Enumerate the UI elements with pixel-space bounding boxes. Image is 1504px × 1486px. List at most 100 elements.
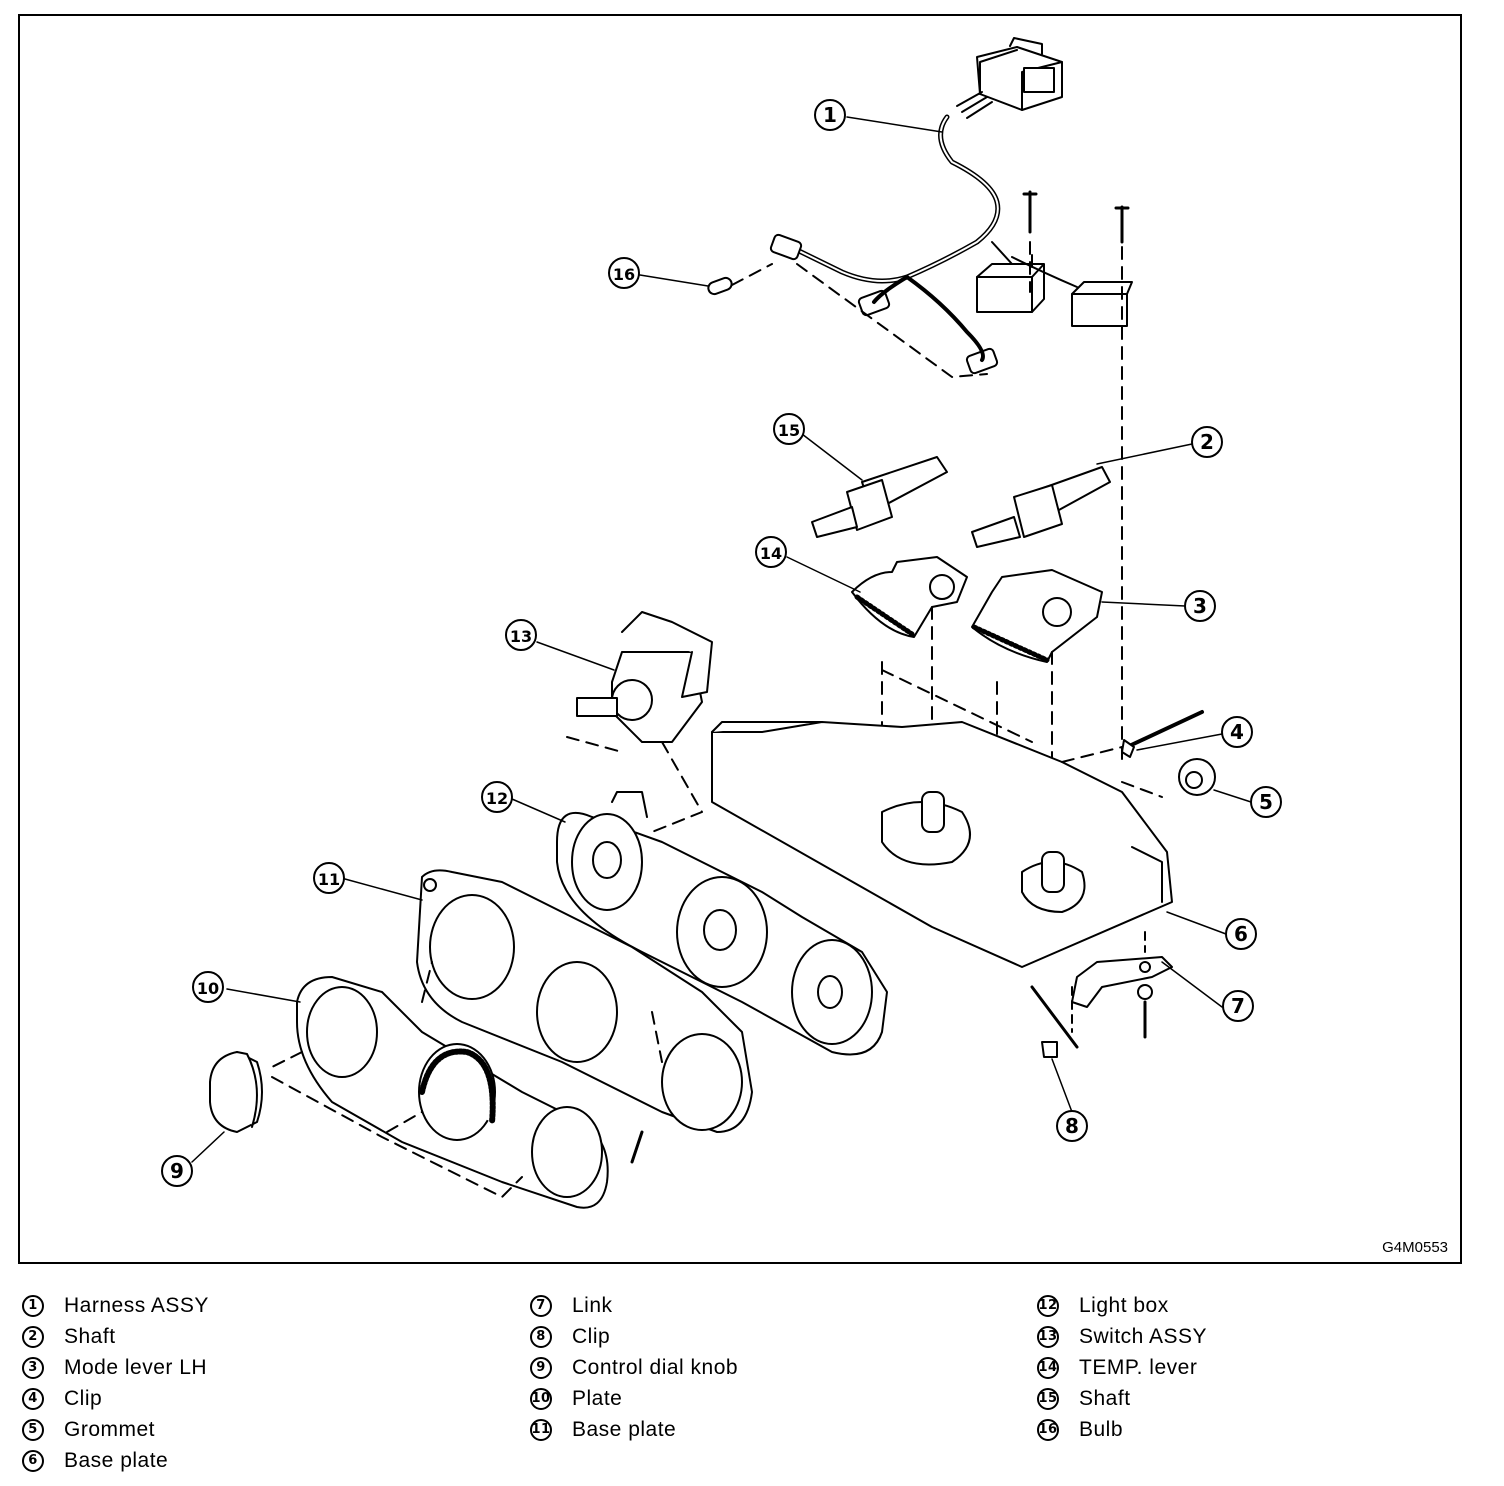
base-plate-6-part: [711, 721, 1173, 968]
svg-text:9: 9: [170, 1159, 184, 1183]
legend-label: Bulb: [1079, 1417, 1124, 1441]
light-box-part: [556, 791, 888, 1056]
svg-text:3: 3: [1193, 594, 1207, 618]
legend-item: 1 Harness ASSY: [22, 1290, 209, 1321]
legend-number: 1: [22, 1294, 44, 1317]
legend-number: 10: [530, 1387, 552, 1410]
svg-text:16: 16: [613, 265, 635, 284]
legend-number: 13: [1037, 1325, 1059, 1348]
legend-label: Plate: [572, 1386, 623, 1410]
legend-label: TEMP. lever: [1079, 1355, 1198, 1379]
callout-15: 15: [773, 413, 805, 445]
svg-text:14: 14: [760, 544, 782, 563]
legend-column-1: 1 Harness ASSY 2 Shaft 3 Mode lever LH 4 Cli…: [22, 1290, 209, 1476]
legend-number: 7: [530, 1294, 552, 1317]
legend-label: Clip: [64, 1386, 103, 1410]
callout-11: 11: [313, 862, 345, 894]
callout-14: 14: [755, 536, 787, 568]
legend-number: 5: [22, 1418, 44, 1441]
legend-item: 13 Switch ASSY: [1037, 1321, 1207, 1352]
switch-assy-part: [576, 611, 713, 743]
legend-number: 11: [530, 1418, 552, 1441]
legend-label: Shaft: [64, 1324, 116, 1348]
legend-number: 3: [22, 1356, 44, 1379]
svg-text:6: 6: [1234, 922, 1248, 946]
diagram-frame: 1 2 3 4 5 6 7 8 9 10 11 12 13 14 15 16 G…: [18, 14, 1462, 1264]
plate-part: [296, 976, 609, 1209]
legend-item: 5 Grommet: [22, 1414, 209, 1445]
legend-number: 12: [1037, 1294, 1059, 1317]
control-dial-knob-part: [209, 1051, 263, 1133]
legend-label: Mode lever LH: [64, 1355, 208, 1379]
svg-text:10: 10: [197, 979, 219, 998]
svg-text:5: 5: [1259, 790, 1273, 814]
callout-5: 5: [1250, 786, 1282, 818]
leader-lines: [191, 116, 1252, 1163]
legend-item: 4 Clip: [22, 1383, 209, 1414]
callout-16: 16: [608, 257, 640, 289]
grommet-part: [1178, 758, 1216, 796]
callout-8: 8: [1056, 1110, 1088, 1142]
legend-item: 10 Plate: [530, 1383, 738, 1414]
callout-12: 12: [481, 781, 513, 813]
legend-number: 2: [22, 1325, 44, 1348]
svg-text:11: 11: [318, 870, 340, 889]
callout-10: 10: [192, 971, 224, 1003]
temp-lever-part: [851, 556, 968, 638]
legend-item: 15 Shaft: [1037, 1383, 1207, 1414]
bulb-part: [707, 276, 733, 296]
legend-label: Clip: [572, 1324, 611, 1348]
svg-text:1: 1: [823, 103, 837, 127]
legend-item: 3 Mode lever LH: [22, 1352, 209, 1383]
legend-item: 8 Clip: [530, 1321, 738, 1352]
callout-1: 1: [814, 99, 846, 131]
callout-9: 9: [161, 1155, 193, 1187]
callout-7: 7: [1222, 990, 1254, 1022]
legend-label: Shaft: [1079, 1386, 1131, 1410]
svg-text:12: 12: [486, 789, 508, 808]
callout-markers: 1 2 3 4 5 6 7 8 9 10 11 12 13 14 15 16: [161, 99, 1282, 1187]
callout-13: 13: [505, 619, 537, 651]
legend-item: 2 Shaft: [22, 1321, 209, 1352]
svg-text:8: 8: [1065, 1114, 1079, 1138]
legend-number: 15: [1037, 1387, 1059, 1410]
shaft-2-part: [971, 466, 1111, 548]
svg-text:13: 13: [510, 627, 532, 646]
base-plate-11-part: [416, 869, 753, 1133]
legend-label: Grommet: [64, 1417, 156, 1441]
callout-2: 2: [1191, 426, 1223, 458]
callout-3: 3: [1184, 590, 1216, 622]
callout-6: 6: [1225, 918, 1257, 950]
legend-item: 12 Light box: [1037, 1290, 1207, 1321]
clip-8-part: [1030, 985, 1079, 1058]
exploded-view-drawing: 1 2 3 4 5 6 7 8 9 10 11 12 13 14 15 16: [161, 37, 1282, 1209]
mode-lever-part: [971, 569, 1103, 663]
svg-text:7: 7: [1231, 994, 1245, 1018]
svg-text:15: 15: [778, 421, 800, 440]
svg-text:4: 4: [1230, 720, 1244, 744]
harness-assy-part: [769, 37, 1133, 375]
svg-text:2: 2: [1200, 430, 1214, 454]
legend-number: 16: [1037, 1418, 1059, 1441]
legend-number: 8: [530, 1325, 552, 1348]
legend-label: Base plate: [64, 1448, 169, 1472]
legend-number: 9: [530, 1356, 552, 1379]
legend-label: Light box: [1079, 1293, 1169, 1317]
figure-code: G4M0553: [1382, 1239, 1448, 1256]
callout-4: 4: [1221, 716, 1253, 748]
shaft-15-part: [811, 456, 948, 538]
link-part: [1071, 956, 1173, 1008]
legend-label: Harness ASSY: [64, 1293, 209, 1317]
legend-item: 16 Bulb: [1037, 1414, 1207, 1445]
legend-number: 4: [22, 1387, 44, 1410]
legend-label: Switch ASSY: [1079, 1324, 1208, 1348]
clip-4-part: [1121, 710, 1204, 758]
